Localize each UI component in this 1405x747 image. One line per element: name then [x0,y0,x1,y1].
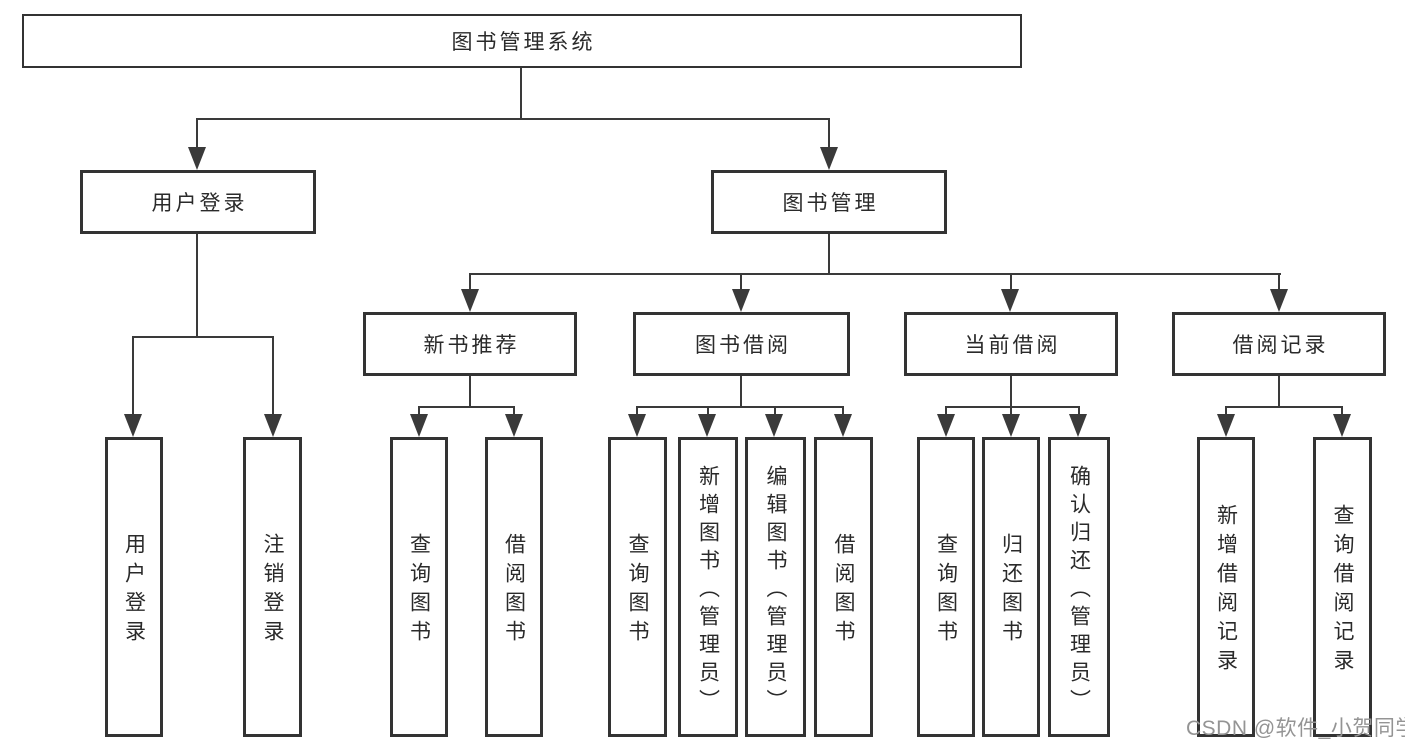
connector-line [1225,406,1227,418]
arrowhead-down-icon [834,414,852,437]
node-current-borrowing: 当前借阅 [904,312,1118,376]
connector-line [196,118,198,150]
connector-line [707,406,709,418]
node-label: 借阅图书 [832,533,855,649]
connector-line [520,68,522,118]
leaf-query-books-recommend: 查询图书 [390,437,448,737]
node-label: 注销登录 [261,533,284,649]
node-new-book-recommendation: 新书推荐 [363,312,577,376]
connector-line [132,336,274,338]
node-label: 新增借阅记录 [1214,504,1238,678]
connector-line [418,406,420,418]
connector-line [469,273,471,291]
connector-line [774,406,776,418]
node-user-login: 用户登录 [80,170,316,234]
node-label: 当前借阅 [964,334,1061,357]
arrowhead-down-icon [1270,289,1288,312]
leaf-add-borrow-record: 新增借阅记录 [1197,437,1255,737]
arrowhead-down-icon [505,414,523,437]
node-label: 查询图书 [626,533,649,649]
arrowhead-down-icon [1002,414,1020,437]
connector-line [828,234,830,273]
node-label: 查询借阅记录 [1331,504,1354,678]
node-label: 查询图书 [934,533,958,649]
node-label: 借阅图书 [502,533,526,649]
connector-line [1010,376,1012,406]
leaf-confirm-return-admin: 确认归还（管理员） [1048,437,1110,737]
node-label: 确认归还（管理员） [1067,465,1091,717]
node-label: 查询图书 [407,533,431,649]
node-system-root: 图书管理系统 [22,14,1022,68]
connector-line [469,273,1281,275]
connector-line [1278,376,1280,406]
node-label: 新书推荐 [423,334,520,357]
arrowhead-down-icon [264,414,282,437]
arrowhead-down-icon [1069,414,1087,437]
csdn-watermark: CSDN @软件_小贺同学 [1186,717,1405,740]
connector-line [196,234,198,336]
arrowhead-down-icon [410,414,428,437]
connector-line [513,406,515,418]
arrowhead-down-icon [188,147,206,170]
arrowhead-down-icon [628,414,646,437]
leaf-borrow-books-recommend: 借阅图书 [485,437,543,737]
leaf-query-books-current: 查询图书 [917,437,975,737]
connector-line [636,406,638,418]
leaf-return-books: 归还图书 [982,437,1040,737]
leaf-borrow-books-borrowing: 借阅图书 [814,437,873,737]
arrowhead-down-icon [461,289,479,312]
node-label: 图书管理系统 [451,31,596,54]
connector-line [469,376,471,406]
connector-line [1010,406,1012,418]
node-book-borrowing: 图书借阅 [633,312,850,376]
leaf-logout: 注销登录 [243,437,302,737]
arrowhead-down-icon [124,414,142,437]
leaf-add-books-admin: 新增图书（管理员） [678,437,738,737]
node-label: 用户登录 [151,192,248,215]
connector-line [196,118,830,120]
connector-line [132,336,134,416]
connector-line [1278,273,1280,291]
arrowhead-down-icon [1001,289,1019,312]
leaf-query-books-borrowing: 查询图书 [608,437,667,737]
arrowhead-down-icon [732,289,750,312]
connector-line [1225,406,1342,408]
arrowhead-down-icon [1333,414,1351,437]
node-label: 用户登录 [122,533,146,649]
arrowhead-down-icon [765,414,783,437]
node-label: 借阅记录 [1232,334,1329,357]
node-label: 编辑图书（管理员） [764,465,787,717]
connector-line [828,118,830,150]
arrowhead-down-icon [1217,414,1235,437]
connector-line [272,336,274,416]
leaf-edit-books-admin: 编辑图书（管理员） [745,437,806,737]
connector-line [418,406,515,408]
connector-line [636,406,843,408]
connector-line [1010,273,1012,291]
node-label: 新增图书（管理员） [696,465,720,717]
connector-line [740,376,742,406]
node-label: 图书借阅 [695,334,791,357]
node-book-management: 图书管理 [711,170,947,234]
connector-line [740,273,742,291]
connector-line [945,406,1079,408]
connector-line [1078,406,1080,418]
arrowhead-down-icon [698,414,716,437]
connector-line [945,406,947,418]
arrowhead-down-icon [820,147,838,170]
arrowhead-down-icon [937,414,955,437]
leaf-user-login: 用户登录 [105,437,163,737]
leaf-query-borrow-record: 查询借阅记录 [1313,437,1372,737]
node-label: 归还图书 [999,533,1023,649]
node-label: 图书管理 [782,192,879,215]
connector-line [842,406,844,418]
node-borrow-records: 借阅记录 [1172,312,1386,376]
connector-line [1341,406,1343,418]
